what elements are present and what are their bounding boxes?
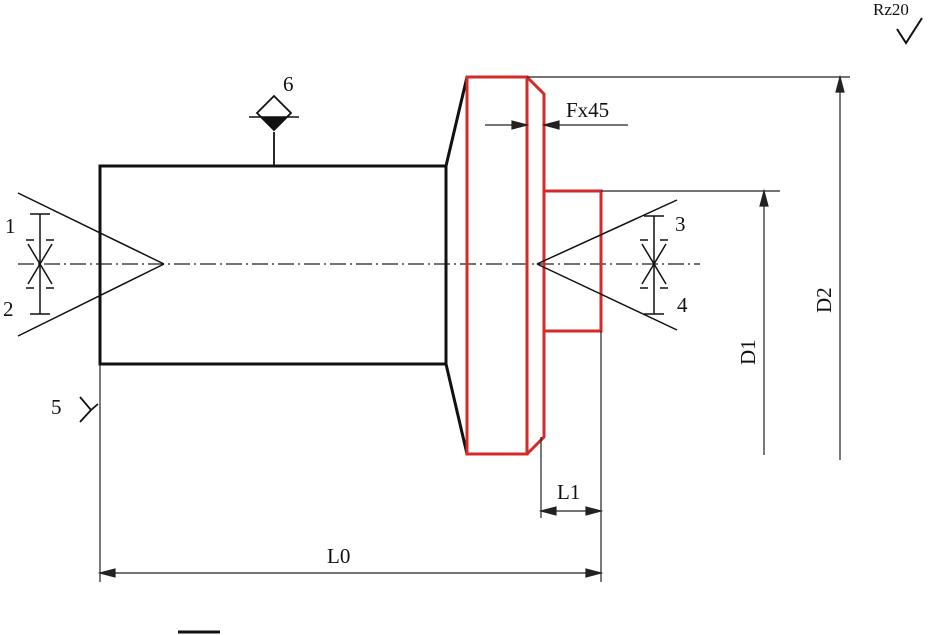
flange-highlight: [465, 75, 603, 456]
support-symbol-5: [79, 396, 99, 423]
dimension-chamfer: [485, 120, 628, 130]
label-6: 6: [283, 72, 294, 96]
label-1: 1: [5, 214, 16, 238]
label-l0: L0: [327, 544, 350, 568]
right-center-mark: [536, 199, 678, 331]
hub-step: [542, 189, 603, 333]
label-l1: L1: [557, 480, 580, 504]
label-4: 4: [677, 293, 688, 317]
dimension-d1: [601, 188, 780, 455]
taper-lower: [444, 363, 469, 455]
label-d1: D1: [736, 339, 760, 365]
label-chamfer: Fx45: [566, 98, 609, 122]
label-roughness: Rz20: [873, 0, 909, 19]
dimension-l0: [97, 364, 604, 582]
label-5: 5: [51, 395, 62, 419]
dimension-d2: [527, 74, 850, 460]
dimension-l1: [538, 331, 604, 582]
main-shaft: [98, 164, 448, 366]
left-center-mark: [17, 192, 165, 337]
taper-upper: [444, 76, 469, 167]
label-d2: D2: [812, 287, 836, 313]
label-2: 2: [3, 297, 14, 321]
datum-symbol-6: [249, 94, 299, 166]
label-3: 3: [675, 212, 686, 236]
flange-body: [465, 75, 529, 456]
roughness-symbol: [896, 17, 923, 45]
